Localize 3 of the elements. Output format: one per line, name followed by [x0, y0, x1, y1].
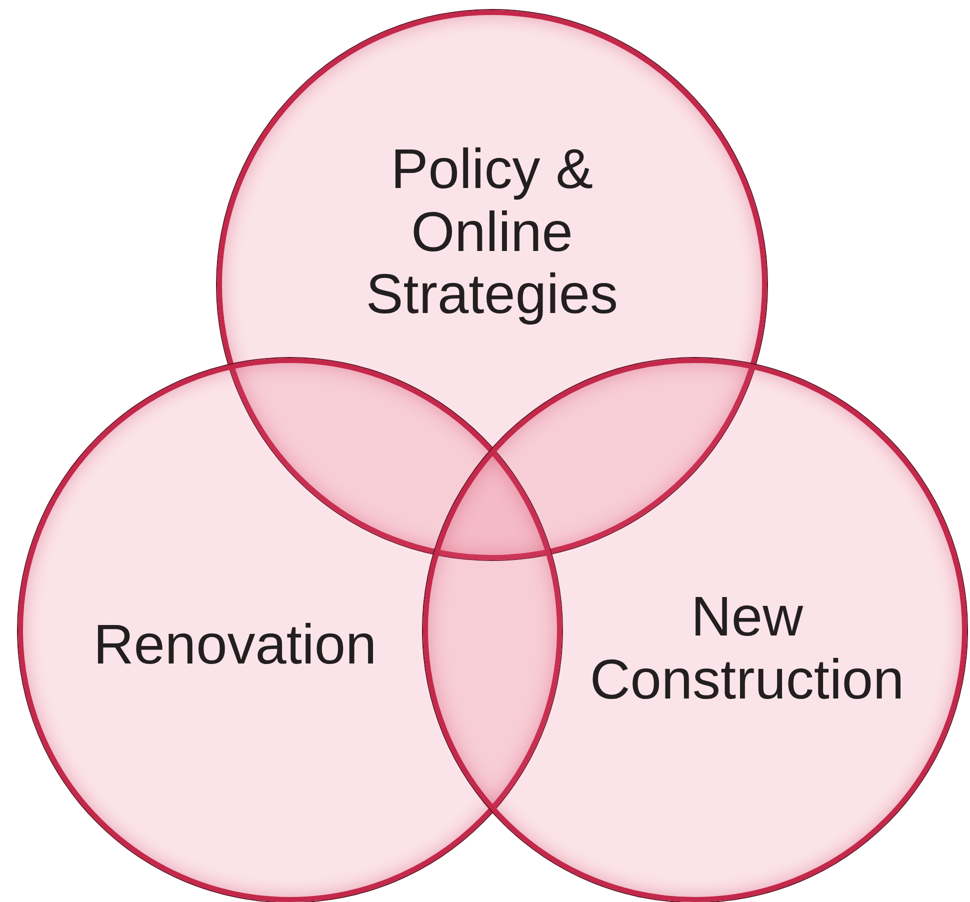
circle-label: Renovation — [92, 614, 378, 676]
circle-label: New Construction — [588, 585, 906, 711]
circle-label: Policy & Online Strategies — [364, 138, 620, 326]
